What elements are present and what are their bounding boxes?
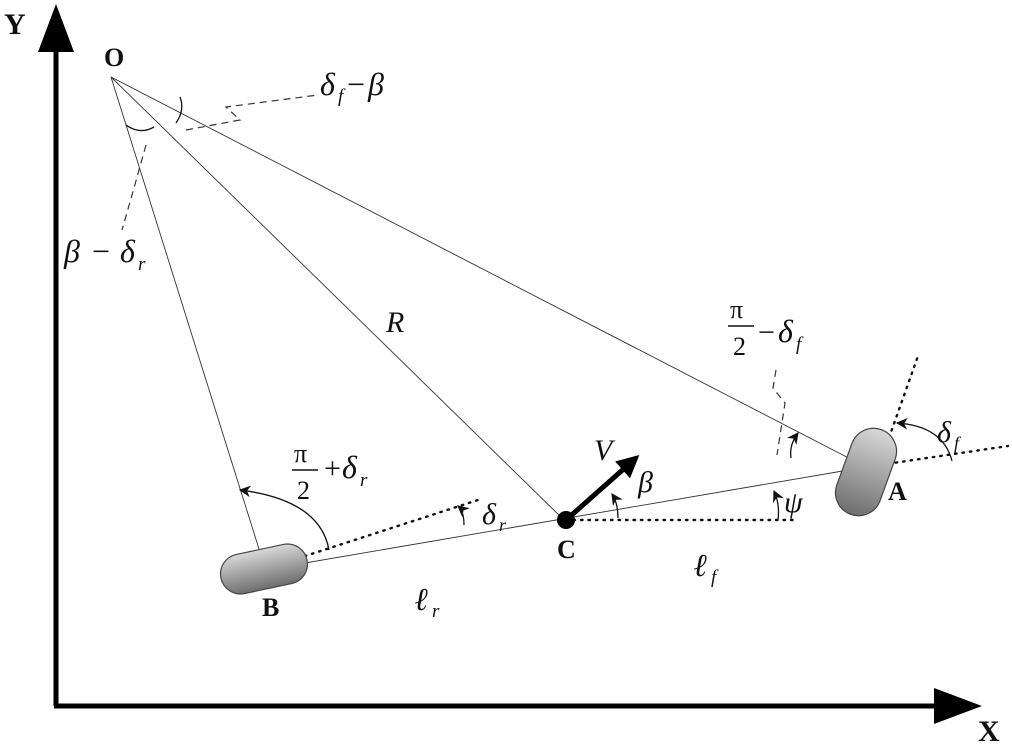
angle-arc-pi-over-2-plus-delta-r <box>238 485 330 551</box>
center-of-gravity <box>557 455 640 529</box>
line-o-to-a <box>110 76 867 468</box>
svg-text:δ: δ <box>342 449 358 485</box>
label-psi: ψ <box>784 486 804 519</box>
angle-arc-beta-minus-delta-r <box>125 124 155 132</box>
svg-text:f: f <box>954 433 962 453</box>
svg-text:2: 2 <box>297 476 310 505</box>
label-delta-r: δ r <box>482 498 507 535</box>
svg-text:β: β <box>367 66 384 102</box>
label-length-rear: ℓ r <box>415 581 440 622</box>
velocity-arrow <box>564 455 640 522</box>
svg-text:+: + <box>324 452 341 485</box>
leader-lines <box>121 94 786 456</box>
point-labels: O A B C <box>104 43 907 622</box>
label-beta-minus-delta-r: β − δ r <box>63 233 146 275</box>
x-axis-arrowhead <box>934 688 982 724</box>
dotted-reference-lines <box>260 354 1010 572</box>
point-label-a: A <box>888 477 907 506</box>
svg-text:ℓ: ℓ <box>415 581 429 617</box>
label-delta-f: δ f <box>937 416 962 453</box>
angle-arc-delta-f-minus-beta <box>175 96 183 124</box>
svg-text:π: π <box>294 439 307 468</box>
coordinate-axes: Y X <box>4 4 1000 747</box>
label-delta-f-minus-beta: δ f − β <box>320 66 384 107</box>
svg-text:δ: δ <box>320 66 336 102</box>
angle-arc-psi <box>773 489 784 521</box>
angle-arc-delta-f <box>895 417 953 462</box>
svg-text:−: − <box>347 66 365 102</box>
label-beta: β <box>637 466 653 499</box>
center-of-gravity-point <box>557 511 575 529</box>
label-pi-over-2-plus-delta-r: π 2 + δ r <box>292 439 368 505</box>
angle-arcs <box>125 96 953 551</box>
svg-text:δ: δ <box>120 233 136 269</box>
y-axis-arrowhead <box>38 4 74 52</box>
svg-text:r: r <box>499 515 507 535</box>
point-label-c: C <box>557 535 576 564</box>
rear-wheel <box>219 543 309 595</box>
svg-text:−: − <box>92 233 110 269</box>
wheels <box>219 427 898 595</box>
leader-beta-minus-delta-r <box>121 144 147 231</box>
point-label-o: O <box>104 43 124 72</box>
label-radius: R <box>385 306 404 339</box>
svg-text:r: r <box>360 470 368 491</box>
y-axis-label: Y <box>4 8 26 41</box>
svg-text:π: π <box>730 295 743 324</box>
point-label-b: B <box>262 593 279 622</box>
svg-text:ℓ: ℓ <box>694 547 708 583</box>
angle-arc-beta <box>611 493 623 519</box>
label-length-front: ℓ f <box>694 547 719 588</box>
front-wheel <box>834 427 898 517</box>
svg-text:2: 2 <box>733 332 746 361</box>
svg-text:−: − <box>758 316 775 349</box>
x-axis-label: X <box>978 715 1000 747</box>
geometry-lines <box>110 76 867 571</box>
angle-arc-delta-r <box>457 505 470 526</box>
leader-delta-f-minus-beta <box>185 94 319 131</box>
svg-text:δ: δ <box>482 498 497 531</box>
svg-text:f: f <box>711 567 719 588</box>
svg-text:f: f <box>338 86 346 107</box>
svg-text:f: f <box>796 334 804 355</box>
line-o-to-b <box>110 76 265 566</box>
svg-text:δ: δ <box>778 313 794 349</box>
label-pi-over-2-minus-delta-f: π 2 − δ f <box>728 295 804 361</box>
svg-text:r: r <box>138 254 146 275</box>
leader-pi-over-2-minus-delta-f <box>772 369 786 456</box>
svg-text:β: β <box>63 233 80 269</box>
label-velocity: V <box>594 434 616 467</box>
math-labels: δ f − β β − δ r R π 2 − δ f π 2 + <box>63 66 962 622</box>
radius-line-o-to-c <box>110 76 565 521</box>
svg-text:δ: δ <box>937 416 952 449</box>
angle-arc-pi-over-2-minus-delta-f <box>787 432 799 459</box>
svg-text:r: r <box>432 601 440 622</box>
